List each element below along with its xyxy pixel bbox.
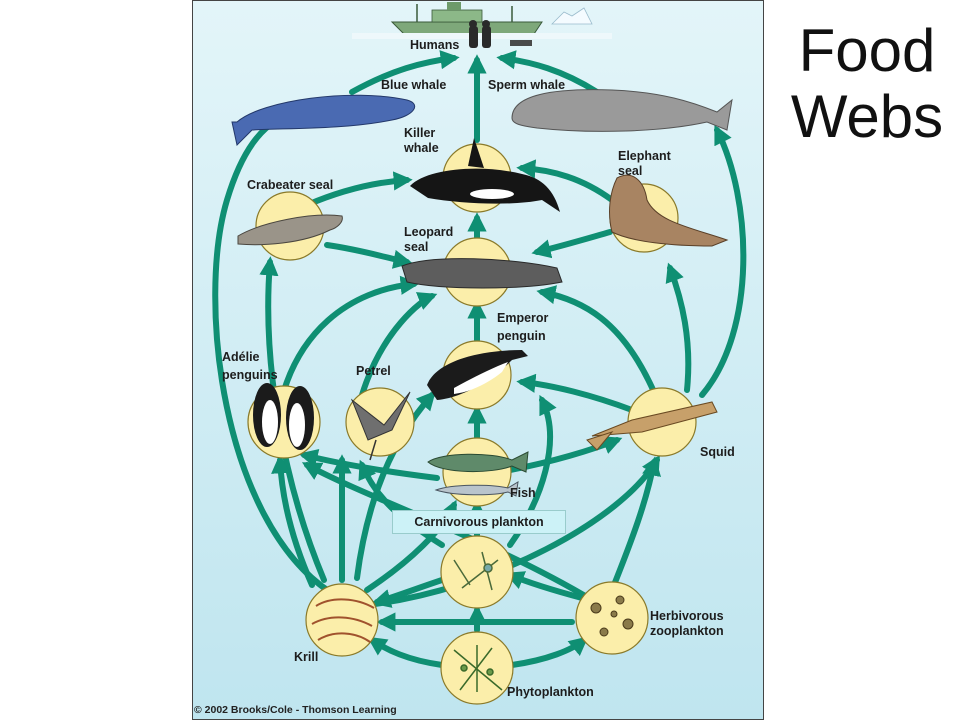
herbivorous-zooplankton-illustration bbox=[590, 595, 634, 637]
label-petrel: Petrel bbox=[356, 364, 391, 378]
humans-illustration bbox=[469, 20, 532, 48]
label-carnivorous-plankton: Carnivorous plankton bbox=[392, 510, 566, 534]
slide-title: Food Webs bbox=[790, 17, 944, 150]
arrow-elephant-seal-to-leopard bbox=[531, 229, 613, 259]
label-adelie-penguins: Adélie penguins bbox=[222, 350, 278, 382]
sperm-whale-illustration bbox=[511, 89, 733, 132]
label-phytoplankton: Phytoplankton bbox=[507, 685, 594, 699]
arrow-krill-to-adelie bbox=[271, 454, 315, 588]
node-herbivorous-zooplankton bbox=[575, 581, 649, 655]
label-killer-whale: Killer whale bbox=[404, 126, 439, 155]
arrow-squid-to-sperm-whale bbox=[699, 124, 747, 398]
arrow-herb-to-plankton bbox=[504, 571, 585, 601]
arrow-squid-to-leopard bbox=[536, 285, 657, 395]
label-elephant-seal: Elephant seal bbox=[618, 149, 671, 178]
crabeater-seal-illustration bbox=[237, 214, 343, 246]
arrow-squid-to-emperor bbox=[516, 373, 635, 413]
label-sperm-whale: Sperm whale bbox=[488, 78, 566, 92]
emperor-penguin-illustration bbox=[427, 350, 528, 400]
killer-whale-illustration bbox=[410, 138, 560, 212]
label-krill: Krill bbox=[294, 650, 319, 664]
elephant-seal-illustration bbox=[609, 174, 729, 247]
adelie-penguins-illustration bbox=[253, 383, 314, 450]
label-herbivorous-zooplankton: Herbivorous zooplankton bbox=[650, 609, 724, 638]
phytoplankton-illustration bbox=[453, 645, 503, 692]
squid-illustration bbox=[586, 401, 718, 451]
food-web-diagram bbox=[192, 0, 764, 720]
fish-illustration bbox=[427, 451, 529, 497]
carnivorous-plankton-illustration bbox=[453, 551, 499, 591]
arrow-crabeater-to-leopard bbox=[324, 242, 413, 269]
arrow-squid-to-elephant-seal bbox=[665, 262, 692, 393]
label-blue-whale: Blue whale bbox=[381, 78, 447, 92]
label-crabeater-seal: Crabeater seal bbox=[247, 178, 334, 192]
copyright-notice: © 2002 Brooks/Cole - Thomson Learning bbox=[194, 704, 397, 716]
node-krill bbox=[305, 583, 379, 657]
petrel-illustration bbox=[350, 391, 411, 461]
label-leopard-seal: Leopard seal bbox=[404, 225, 454, 254]
arrow-krill-to-emperor bbox=[354, 390, 436, 581]
label-squid: Squid bbox=[700, 445, 735, 459]
arrow-krill-to-blue-whale bbox=[212, 111, 333, 595]
arrow-herb-to-squid bbox=[609, 456, 662, 593]
arrow-blue-whale-to-humans bbox=[349, 50, 460, 95]
krill-illustration bbox=[311, 598, 375, 643]
arrow-plankton-to-krill bbox=[371, 577, 445, 608]
arrow-krill-to-squid bbox=[364, 455, 660, 608]
arrow-phyto-to-herb bbox=[509, 636, 589, 668]
arrow-petrel-to-leopard bbox=[359, 292, 438, 398]
node-carnivorous-plankton bbox=[440, 535, 514, 609]
ice-shelf bbox=[551, 7, 593, 25]
label-humans: Humans bbox=[410, 38, 460, 52]
arrow-fish-to-adelie bbox=[298, 448, 440, 481]
label-fish: Fish bbox=[510, 486, 536, 500]
arrow-sperm-whale-to-humans bbox=[496, 50, 600, 95]
leopard-seal-illustration bbox=[401, 258, 563, 289]
arrow-elephant-seal-to-killer-whale bbox=[516, 159, 615, 203]
blue-whale-illustration bbox=[231, 94, 416, 147]
ship-illustration bbox=[390, 2, 543, 35]
label-emperor-penguin: Emperor penguin bbox=[497, 311, 549, 343]
arrow-crabeater-to-killer-whale bbox=[304, 171, 413, 208]
arrow-phyto-to-krill bbox=[367, 636, 445, 668]
food-web-figure: Humans Blue whale Sperm whale Killer wha… bbox=[192, 0, 764, 720]
